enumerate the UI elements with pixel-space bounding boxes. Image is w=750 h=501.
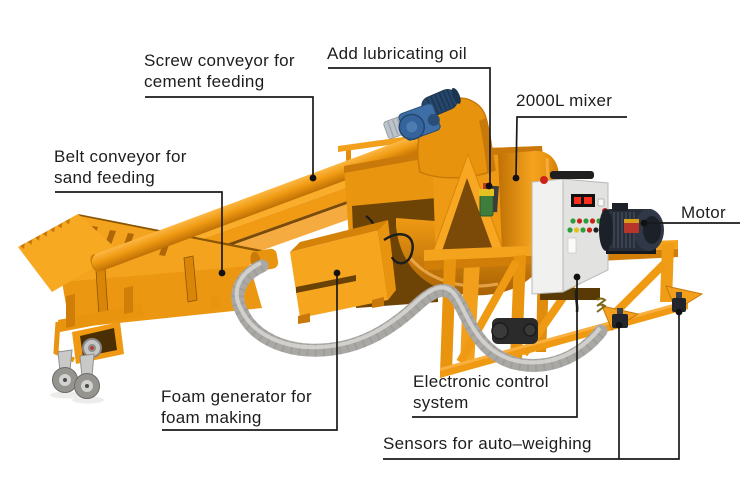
electric-motor	[599, 203, 664, 254]
foam-pump	[491, 318, 538, 344]
dot-screw-conveyor	[309, 174, 317, 182]
indicator-lights	[567, 218, 609, 233]
leader-add-oil	[328, 67, 491, 184]
leader-screw-conveyor	[145, 96, 314, 176]
serrated-edge	[20, 218, 70, 249]
label-electronic-control: Electronic control system	[413, 372, 549, 412]
leader-belt-conveyor	[55, 191, 223, 271]
leader-mixer	[515, 116, 627, 177]
dot-add-oil	[485, 182, 493, 190]
label-add-lubricating-oil: Add lubricating oil	[327, 44, 467, 63]
control-cabinet	[531, 171, 609, 313]
lubricator	[479, 183, 499, 217]
caster-wheels	[52, 349, 100, 399]
leader-electronic-control	[412, 280, 578, 418]
label-sensors: Sensors for auto–weighing	[383, 434, 592, 453]
foam-hose	[231, 259, 608, 372]
callout-dots	[218, 174, 683, 329]
cabinet-handle	[550, 171, 594, 179]
leader-foam-generator	[162, 275, 338, 431]
label-foam-generator: Foam generator for foam making	[161, 387, 312, 427]
dot-mixer	[512, 174, 520, 182]
label-mixer: 2000L mixer	[516, 91, 613, 110]
dot-sensor-right	[675, 308, 683, 316]
leader-sensors	[383, 315, 680, 460]
label-screw-conveyor: Screw conveyor for cement feeding	[144, 51, 295, 91]
label-motor: Motor	[681, 203, 726, 222]
label-belt-conveyor: Belt conveyor for sand feeding	[54, 147, 187, 187]
dot-foam-generator	[333, 269, 341, 277]
callout-lines	[55, 67, 740, 460]
gear-motor	[383, 87, 461, 141]
dot-sensor-left	[615, 321, 623, 329]
dot-motor	[640, 219, 648, 227]
dot-electronic-control	[573, 273, 581, 281]
dot-belt-conveyor	[218, 269, 226, 277]
emergency-button	[540, 176, 548, 184]
ground-shadows	[50, 391, 104, 404]
